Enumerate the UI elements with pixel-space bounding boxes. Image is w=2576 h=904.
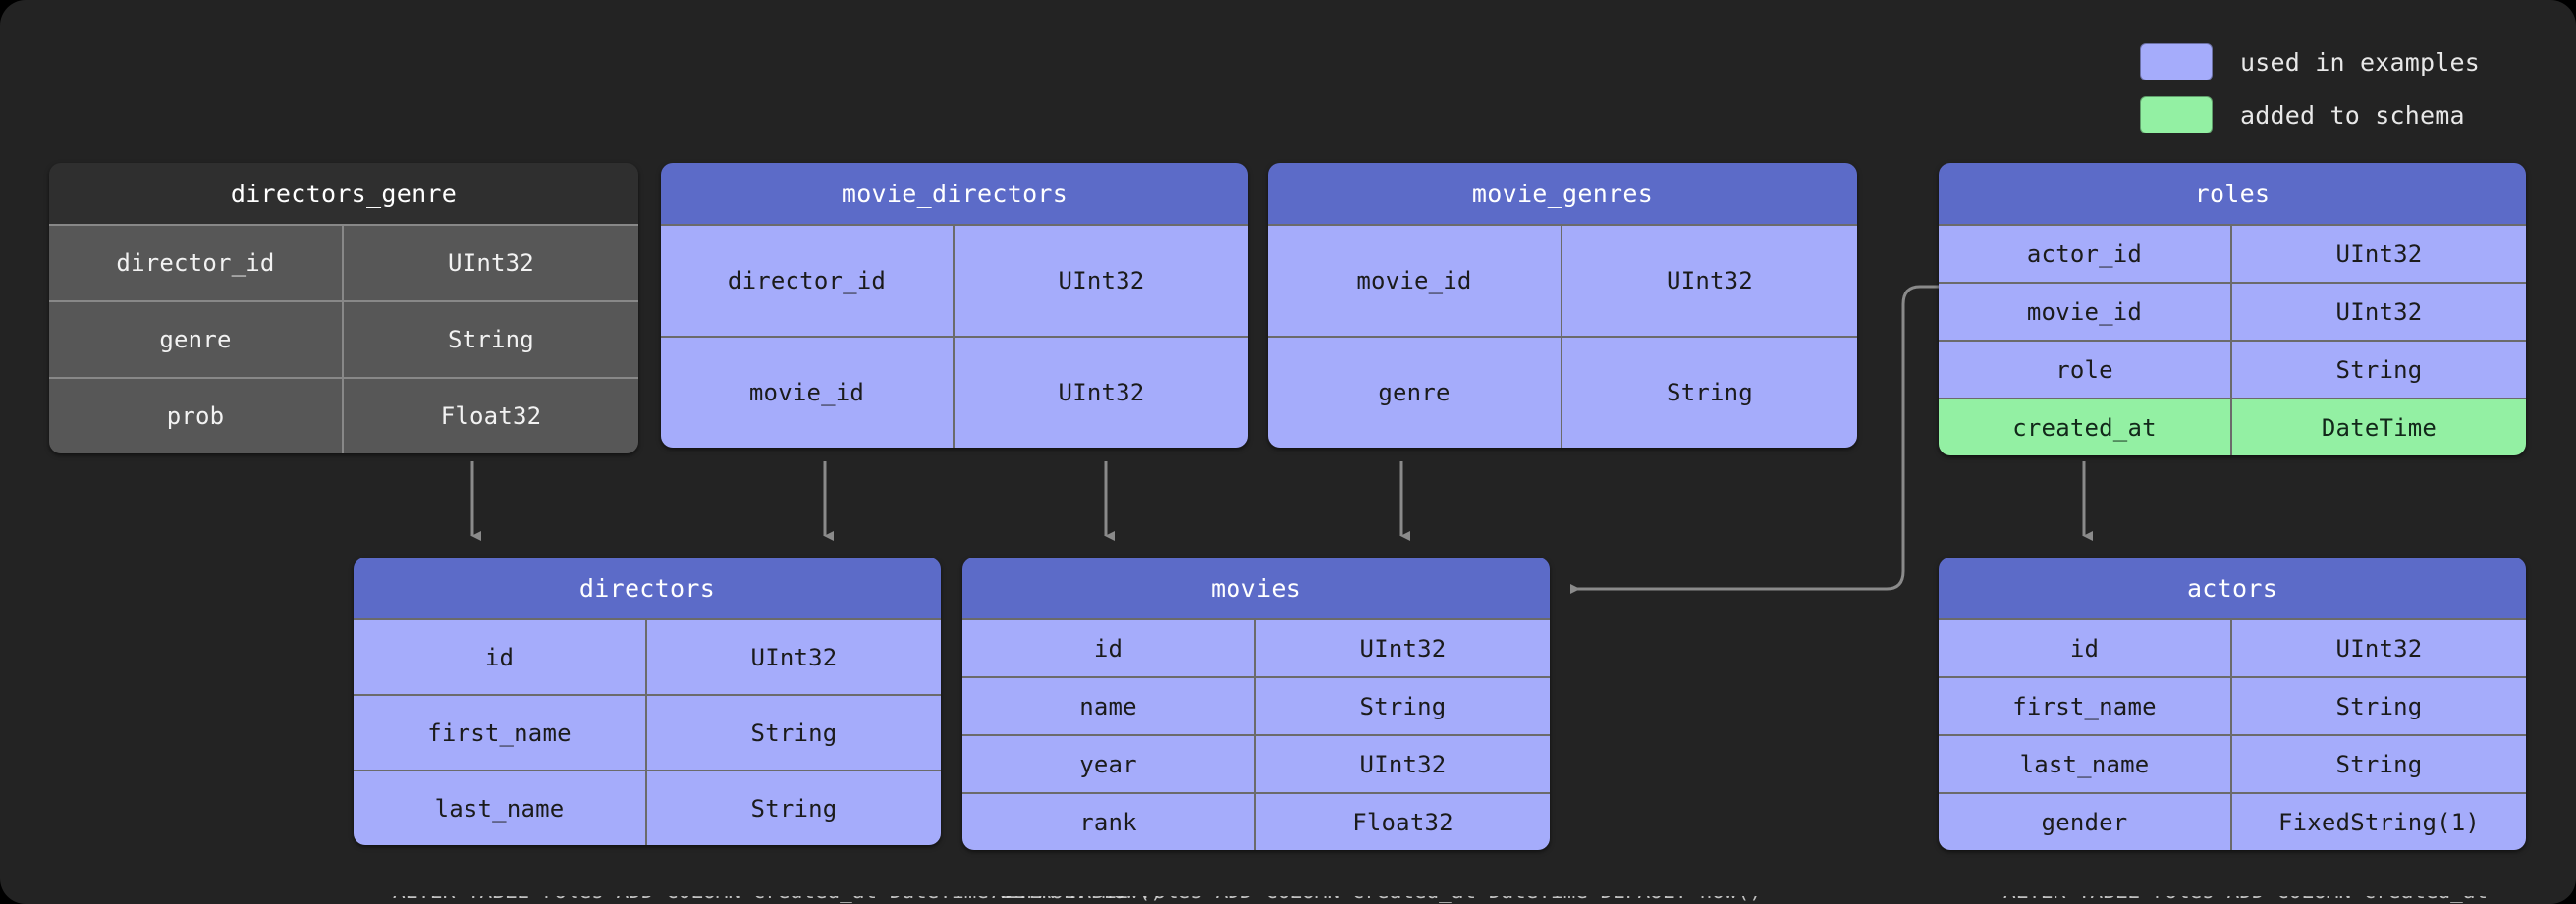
column-type: UInt32 [2335,239,2423,268]
column-name: genre [49,302,344,377]
column-name: created_at [1939,399,2232,455]
clipped-text-right: ALTER TABLE roles ADD COLUMN created_at … [992,896,1762,903]
column-name: name [962,678,1256,734]
column-type: UInt32 [448,249,534,277]
column-name: movie_id [1939,284,2232,340]
column-name: first_name [1939,678,2232,734]
column-name: id [962,620,1256,676]
legend-label-added-to-schema: added to schema [2239,100,2465,130]
table-row[interactable]: id UInt32 [962,618,1550,676]
column-type: UInt32 [2335,297,2423,326]
table-row[interactable]: first_name String [354,694,941,770]
column-type: UInt32 [750,643,838,671]
table-row[interactable]: created_at DateTime [1939,398,2526,455]
clipped-bottom-text: ALTER TABLE roles ADD COLUMN created_at … [0,896,2576,904]
table-row[interactable]: first_name String [1939,676,2526,734]
column-name: gender [1939,794,2232,850]
column-name: prob [49,379,344,453]
column-name: movie_id [661,338,955,448]
table-row[interactable]: genre String [49,300,638,377]
column-type: UInt32 [1667,267,1753,294]
table-title-roles: roles [1939,163,2526,224]
column-name: director_id [49,226,344,300]
table-title-directors: directors [354,558,941,618]
column-type: String [2335,750,2423,778]
column-type: String [448,326,534,353]
table-row[interactable]: rank Float32 [962,792,1550,850]
column-type: UInt32 [1058,379,1145,406]
table-row[interactable]: role String [1939,340,2526,398]
table-row[interactable]: actor_id UInt32 [1939,224,2526,282]
table-title-actors: actors [1939,558,2526,618]
column-type: UInt32 [1359,634,1447,663]
table-row[interactable]: movie_id UInt32 [661,336,1248,448]
legend-item-used-in-examples: used in examples [2139,43,2480,80]
table-row[interactable]: prob Float32 [49,377,638,453]
column-name: director_id [661,226,955,336]
table-row[interactable]: movie_id UInt32 [1268,224,1857,336]
column-type: UInt32 [2335,634,2423,663]
table-row[interactable]: director_id UInt32 [661,224,1248,336]
table-row[interactable]: name String [962,676,1550,734]
column-name: rank [962,794,1256,850]
column-type: DateTime [2321,413,2438,442]
table-row[interactable]: id UInt32 [354,618,941,694]
column-type: Float32 [1352,808,1453,836]
column-name: movie_id [1268,226,1562,336]
legend-item-added-to-schema: added to schema [2139,96,2480,133]
table-title-directors_genre: directors_genre [49,163,638,224]
column-type: String [2335,355,2423,384]
column-name: actor_id [1939,226,2232,282]
column-type: Float32 [440,402,542,430]
clipped-text-far-right: ALTER TABLE roles ADD COLUMN created_at [2003,896,2488,903]
legend-label-used-in-examples: used in examples [2239,47,2480,77]
table-row[interactable]: year UInt32 [962,734,1550,792]
column-type: String [1359,692,1447,720]
table-title-movie_genres: movie_genres [1268,163,1857,224]
table-row[interactable]: last_name String [354,770,941,845]
column-type: UInt32 [1359,750,1447,778]
table-title-movies: movies [962,558,1550,618]
column-type: String [2335,692,2423,720]
column-name: id [354,620,647,694]
column-name: year [962,736,1256,792]
legend-swatch-used-in-examples [2139,43,2213,80]
column-name: first_name [354,696,647,770]
column-name: last_name [354,771,647,845]
legend: used in examples added to schema [2139,43,2480,133]
column-name: genre [1268,338,1562,448]
table-row[interactable]: gender FixedString(1) [1939,792,2526,850]
column-type: UInt32 [1058,267,1145,294]
table-title-movie_directors: movie_directors [661,163,1248,224]
column-type: FixedString(1) [2277,808,2481,836]
legend-swatch-added-to-schema [2139,96,2213,133]
column-type: String [1667,379,1753,406]
clipped-text-left: ALTER TABLE roles ADD COLUMN created_at … [393,896,1163,903]
column-name: id [1939,620,2232,676]
table-row[interactable]: last_name String [1939,734,2526,792]
table-row[interactable]: id UInt32 [1939,618,2526,676]
table-row[interactable]: director_id UInt32 [49,224,638,300]
table-row[interactable]: movie_id UInt32 [1939,282,2526,340]
column-name: role [1939,342,2232,398]
column-type: String [750,794,838,823]
column-type: String [750,718,838,747]
column-name: last_name [1939,736,2232,792]
table-row[interactable]: genre String [1268,336,1857,448]
